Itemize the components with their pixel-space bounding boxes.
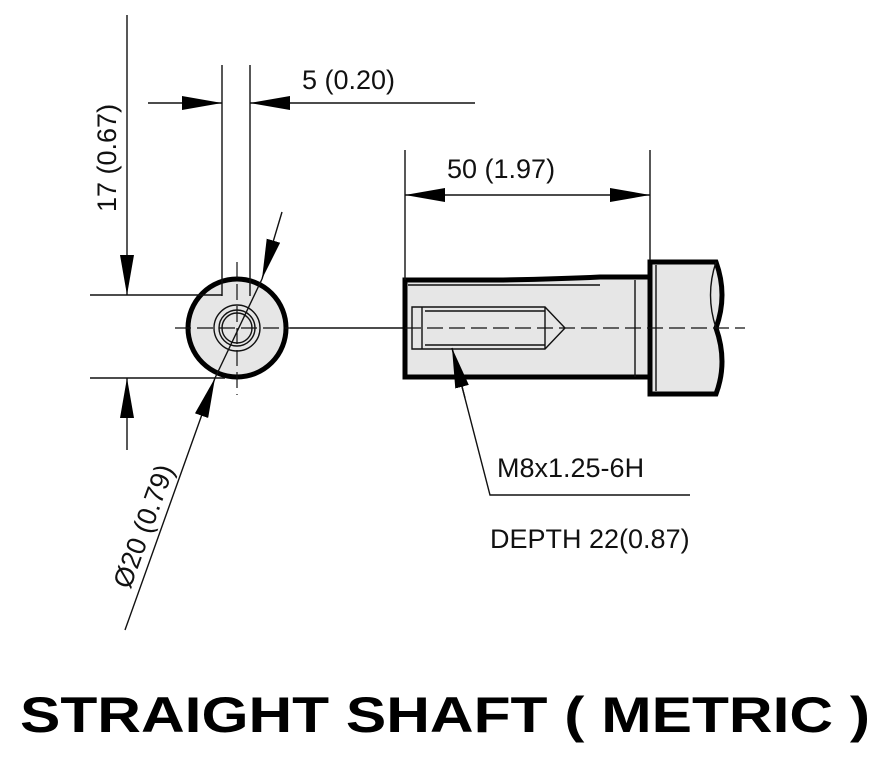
keyway-width-label: 5 (0.20) xyxy=(302,65,395,95)
shaft-diameter-label: Ø20 (0.79) xyxy=(107,460,179,592)
tapped-hole xyxy=(411,306,566,350)
shaft-length-label: 50 (1.97) xyxy=(447,154,555,184)
thread-depth-label: DEPTH 22(0.87) xyxy=(490,524,690,554)
side-view xyxy=(290,150,745,496)
shaft-body xyxy=(402,274,653,380)
end-view xyxy=(90,15,475,631)
keyway-height-label: 17 (0.67) xyxy=(92,104,122,212)
thread-spec-label: M8x1.25-6H xyxy=(497,453,644,483)
drawing-title: STRAIGHT SHAFT ( METRIC ) xyxy=(20,687,870,743)
